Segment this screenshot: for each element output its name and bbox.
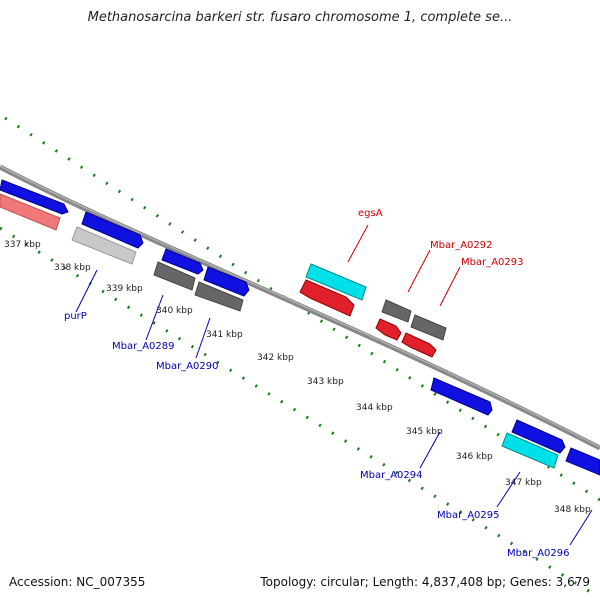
gene-feature: [161, 248, 204, 275]
tick-label: 343 kbp: [307, 377, 344, 387]
tick-label: 337 kbp: [4, 240, 41, 250]
gene-feature: [375, 318, 402, 341]
map-title: Methanosarcina barkeri str. fusaro chrom…: [87, 10, 513, 25]
gene-label-Mbar-A0294: Mbar_A0294: [360, 470, 423, 481]
gene-label-Mbar-A0290: Mbar_A0290: [156, 361, 219, 372]
gene-feature: [299, 279, 355, 317]
gene-label-purP: purP: [64, 311, 87, 322]
gene-feature: [153, 261, 196, 291]
gene-label-Mbar-A0292: Mbar_A0292: [430, 240, 493, 251]
tick-label: 342 kbp: [257, 353, 294, 363]
gene-feature: [0, 179, 69, 215]
gene-feature: [203, 266, 250, 297]
gene-feature: [381, 299, 412, 323]
tick-label: 345 kbp: [406, 427, 443, 437]
gene-feature: [430, 377, 493, 416]
leader-lines: [75, 224, 593, 546]
gene-feature: [565, 447, 600, 476]
tick-label: 339 kbp: [106, 284, 143, 294]
gene-feature: [410, 314, 447, 341]
tick-label: 348 kbp: [554, 505, 591, 515]
backbone: [0, 164, 600, 451]
gene-labels[interactable]: purP Mbar_A0289 Mbar_A0290 egsA Mbar_A02…: [64, 208, 570, 559]
tick-label: 341 kbp: [206, 330, 243, 340]
gene-label-Mbar-A0295: Mbar_A0295: [437, 510, 500, 521]
gene-label-Mbar-A0289: Mbar_A0289: [112, 341, 175, 352]
tick-label: 344 kbp: [356, 403, 393, 413]
gene-feature: [194, 281, 244, 312]
topology-text: Topology: circular; Length: 4,837,408 bp…: [260, 575, 590, 589]
gene-feature: [501, 432, 559, 469]
tick-label: 347 kbp: [505, 478, 542, 488]
gene-feature: [401, 332, 437, 358]
features[interactable]: [0, 179, 600, 476]
tick-labels: 337 kbp 338 kbp 339 kbp 340 kbp 341 kbp …: [4, 240, 591, 515]
gene-feature: [81, 211, 144, 249]
gene-label-egsA: egsA: [358, 208, 383, 219]
gene-feature: [305, 263, 367, 301]
tick-label: 340 kbp: [156, 306, 193, 316]
accession-text: Accession: NC_007355: [9, 575, 146, 589]
gene-label-Mbar-A0296: Mbar_A0296: [507, 548, 570, 559]
gene-feature: [511, 419, 566, 454]
tick-label: 338 kbp: [54, 263, 91, 273]
gene-label-Mbar-A0293: Mbar_A0293: [461, 257, 524, 268]
tick-label: 346 kbp: [456, 452, 493, 462]
gene-feature: [71, 226, 137, 265]
gene-feature: [0, 193, 61, 231]
